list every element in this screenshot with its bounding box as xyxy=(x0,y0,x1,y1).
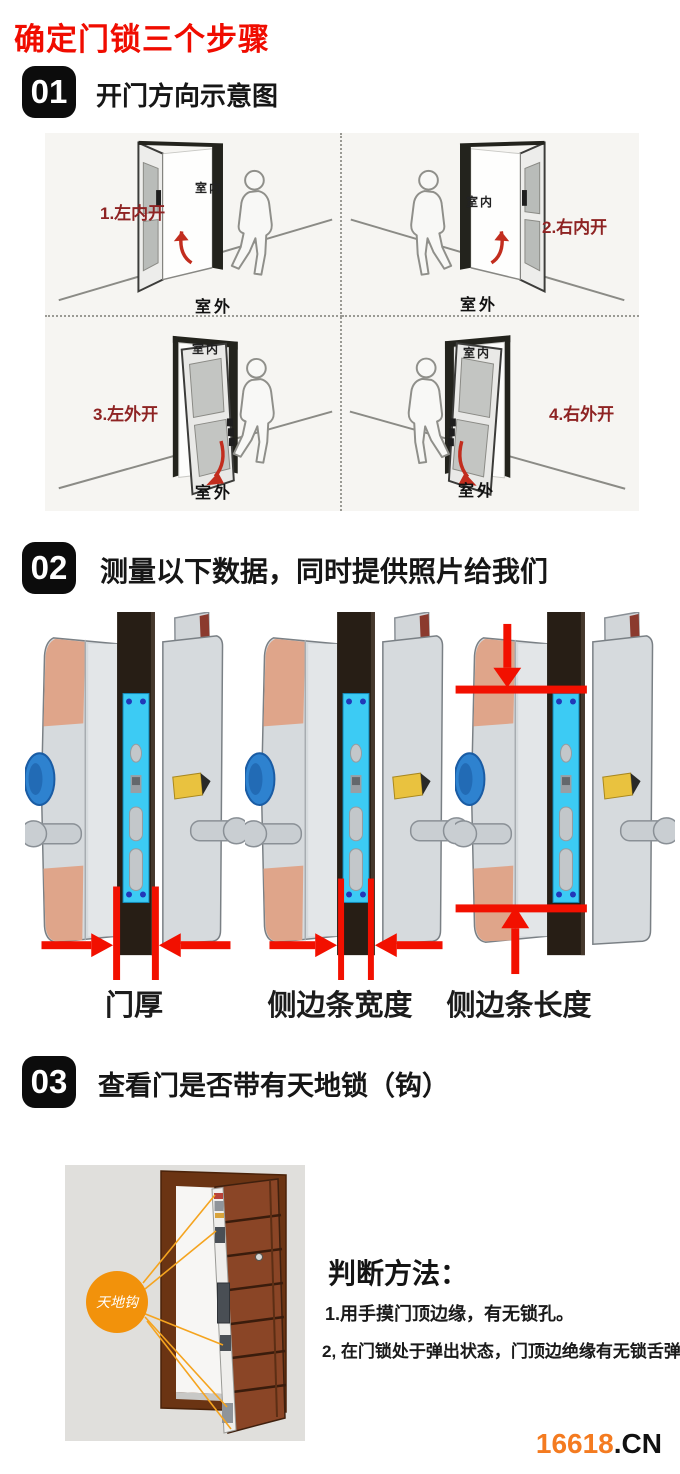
measure-annotation-door-thickness xyxy=(41,886,231,980)
step-1-badge: 01 xyxy=(22,66,76,118)
outdoor-label: 室外 xyxy=(195,485,234,502)
page-title: 确定门锁三个步骤 xyxy=(14,22,270,57)
door-leaf xyxy=(211,1178,287,1434)
quadrant-left-inward: 1.左内开 室内 室外 xyxy=(45,133,342,317)
method-point-1: 1.用手摸门顶边缘，有无锁孔。 xyxy=(325,1304,575,1324)
step-1-number: 01 xyxy=(30,73,68,110)
quadrant-right-inward: 2.右内开 室内 室外 xyxy=(342,133,639,317)
door-scene-inward-svg xyxy=(45,133,340,315)
step-2-badge: 02 xyxy=(22,542,76,594)
quadrant-label: 2.右内开 xyxy=(542,218,608,237)
quadrant-right-outward: 4.右外开 室内 室外 xyxy=(342,317,639,511)
brand-logo: 16618.CN xyxy=(536,1428,662,1460)
step-2-number: 02 xyxy=(30,549,68,586)
outdoor-label: 室外 xyxy=(195,299,234,316)
lock-figure-door-thickness xyxy=(25,612,245,980)
measure-annotation-strip-width xyxy=(269,878,443,980)
outdoor-label: 室外 xyxy=(458,483,497,500)
quadrant-left-outward: 3.左外开 室内 室外 xyxy=(45,317,342,511)
quadrant-label: 1.左内开 xyxy=(100,204,166,223)
tiandigou-circle-label: 天地钩 xyxy=(96,1295,140,1311)
measure-annotation-strip-length xyxy=(455,623,587,975)
step-3-badge: 03 xyxy=(22,1056,76,1108)
outdoor-label: 室外 xyxy=(460,297,499,314)
door-direction-grid: 1.左内开 室内 室外 2.右内开 室内 室外 3.左外开 室内 室外 4.右外… xyxy=(45,133,639,511)
indoor-label: 室内 xyxy=(463,346,492,360)
measure-label-door-thickness: 门厚 xyxy=(104,990,164,1022)
step-2-heading: 测量以下数据，同时提供照片给我们 xyxy=(100,556,549,587)
lock-figure-strip-length xyxy=(455,612,675,975)
quadrant-label: 3.左外开 xyxy=(93,405,159,424)
hook-pointer-lines xyxy=(142,1194,232,1430)
measure-label-strip-width: 侧边条宽度 xyxy=(267,990,413,1022)
security-door-illustration: 天地钩 xyxy=(65,1165,305,1441)
tiandigou-circle xyxy=(86,1271,148,1333)
indoor-label: 室内 xyxy=(195,181,224,195)
lock-figure-strip-width xyxy=(245,612,465,980)
method-title: 判断方法： xyxy=(328,1258,469,1289)
brand-suffix: .CN xyxy=(613,1428,662,1459)
method-point-2: 2, 在门锁处于弹出状态，门顶边绝缘有无锁舌弹出. xyxy=(322,1342,680,1361)
brand-number: 16618 xyxy=(535,1428,614,1459)
indoor-label: 室内 xyxy=(192,342,221,356)
step-3-heading: 查看门是否带有天地锁（钩） xyxy=(98,1071,449,1101)
quadrant-label: 4.右外开 xyxy=(549,405,615,424)
step-3-number: 03 xyxy=(30,1063,68,1100)
step-1-heading: 开门方向示意图 xyxy=(96,81,279,111)
indoor-label: 室内 xyxy=(466,195,495,209)
measure-label-strip-length: 侧边条长度 xyxy=(446,990,592,1022)
